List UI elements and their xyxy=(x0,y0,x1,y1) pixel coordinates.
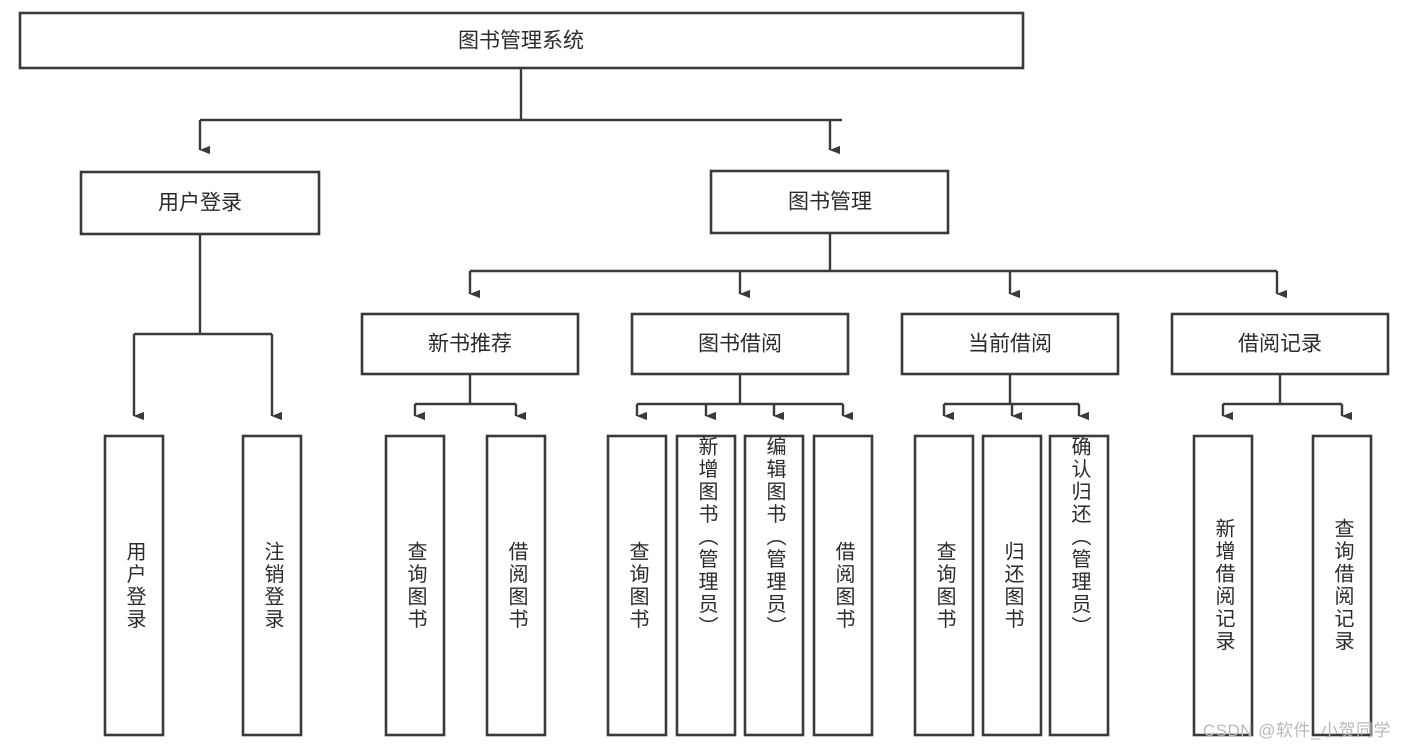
connector-user-login-rail xyxy=(132,234,283,421)
leaf-box-borrow-book-1[interactable] xyxy=(485,434,547,737)
node-new-book-rec[interactable]: 新书推荐 xyxy=(360,312,580,376)
connector-book-manage-rail xyxy=(468,233,1288,299)
leaf-box-query-book-2[interactable] xyxy=(606,434,668,737)
leaf-box-edit-book[interactable] xyxy=(743,434,805,737)
leaf-box-add-book[interactable] xyxy=(675,434,737,737)
connector-current-borrow-rail xyxy=(942,374,1090,421)
node-root[interactable]: 图书管理系统 xyxy=(18,11,1025,70)
node-book-manage[interactable]: 图书管理 xyxy=(709,169,950,235)
node-current-borrow-label: 当前借阅 xyxy=(968,333,1052,356)
node-current-borrow-box[interactable] xyxy=(900,312,1120,376)
node-borrow-records-label: 借阅记录 xyxy=(1238,333,1322,356)
leaf-box-query-record[interactable] xyxy=(1311,434,1373,737)
connector-borrow-records-rail xyxy=(1221,374,1353,421)
connector-root-trunk xyxy=(198,68,842,155)
leaf-box-query-book-3[interactable] xyxy=(913,434,975,737)
node-user-login-label: 用户登录 xyxy=(158,192,242,215)
node-user-login-box[interactable] xyxy=(79,170,321,236)
leaf-box-logout[interactable] xyxy=(241,434,303,737)
node-book-borrow-label: 图书借阅 xyxy=(698,333,782,356)
watermark-text: CSDN @软件_小贺同学 xyxy=(1202,721,1391,740)
leaf-box-confirm-return[interactable] xyxy=(1048,434,1110,737)
node-current-borrow[interactable]: 当前借阅 xyxy=(900,312,1120,376)
node-user-login[interactable]: 用户登录 xyxy=(79,170,321,236)
node-root-label: 图书管理系统 xyxy=(458,30,584,53)
leaf-box-add-record[interactable] xyxy=(1192,434,1254,737)
node-borrow-records[interactable]: 借阅记录 xyxy=(1170,312,1390,376)
node-book-manage-label: 图书管理 xyxy=(788,191,872,214)
connector-new-book-rec-rail xyxy=(413,374,527,421)
node-new-book-rec-box[interactable] xyxy=(360,312,580,376)
node-new-book-rec-label: 新书推荐 xyxy=(428,333,512,356)
node-book-borrow[interactable]: 图书借阅 xyxy=(630,312,850,376)
node-root-box[interactable] xyxy=(18,11,1025,70)
leaf-box-query-book-1[interactable] xyxy=(384,434,446,737)
connector-book-borrow-rail xyxy=(635,374,854,421)
leaf-box-borrow-book-2[interactable] xyxy=(812,434,874,737)
leaf-box-user-login[interactable] xyxy=(103,434,165,737)
leaf-box-return-book[interactable] xyxy=(981,434,1043,737)
